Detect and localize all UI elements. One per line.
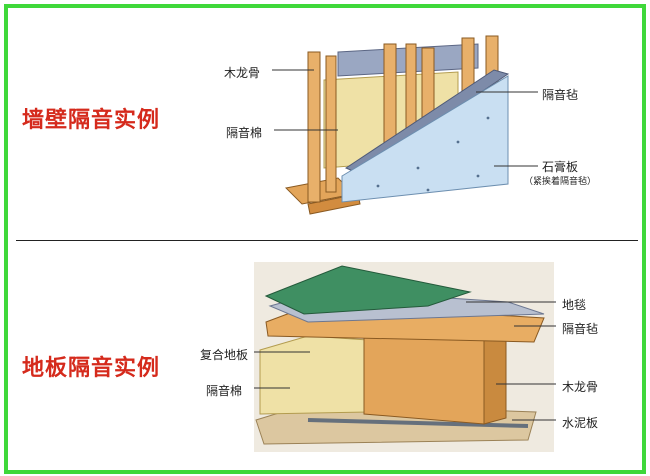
section-divider (16, 240, 638, 241)
wall-panel: 墙壁隔音实例 (8, 8, 642, 240)
wall-label-stud: 木龙骨 (224, 66, 261, 80)
floor-label-composite: 复合地板 (200, 348, 249, 362)
wall-label-felt: 隔音毡 (542, 88, 579, 102)
wall-label-insulation: 隔音棉 (226, 126, 263, 140)
floor-label-joist: 木龙骨 (562, 380, 599, 394)
wall-label-gypsum-note: （紧挨着隔音毡） (524, 177, 597, 187)
floor-label-felt: 隔音毡 (562, 322, 599, 336)
wall-label-gypsum: 石膏板 (542, 160, 579, 174)
wall-illustration (272, 35, 538, 215)
floor-label-carpet: 地毯 (562, 298, 587, 312)
image-frame: 墙壁隔音实例 (4, 4, 646, 474)
wall-title: 墙壁隔音实例 (22, 108, 161, 133)
floor-panel: 地板隔音实例 (8, 244, 642, 470)
floor-label-insulation: 隔音棉 (206, 384, 243, 398)
floor-label-cement: 水泥板 (562, 416, 599, 430)
floor-illustration (254, 262, 556, 452)
floor-title: 地板隔音实例 (22, 356, 161, 381)
